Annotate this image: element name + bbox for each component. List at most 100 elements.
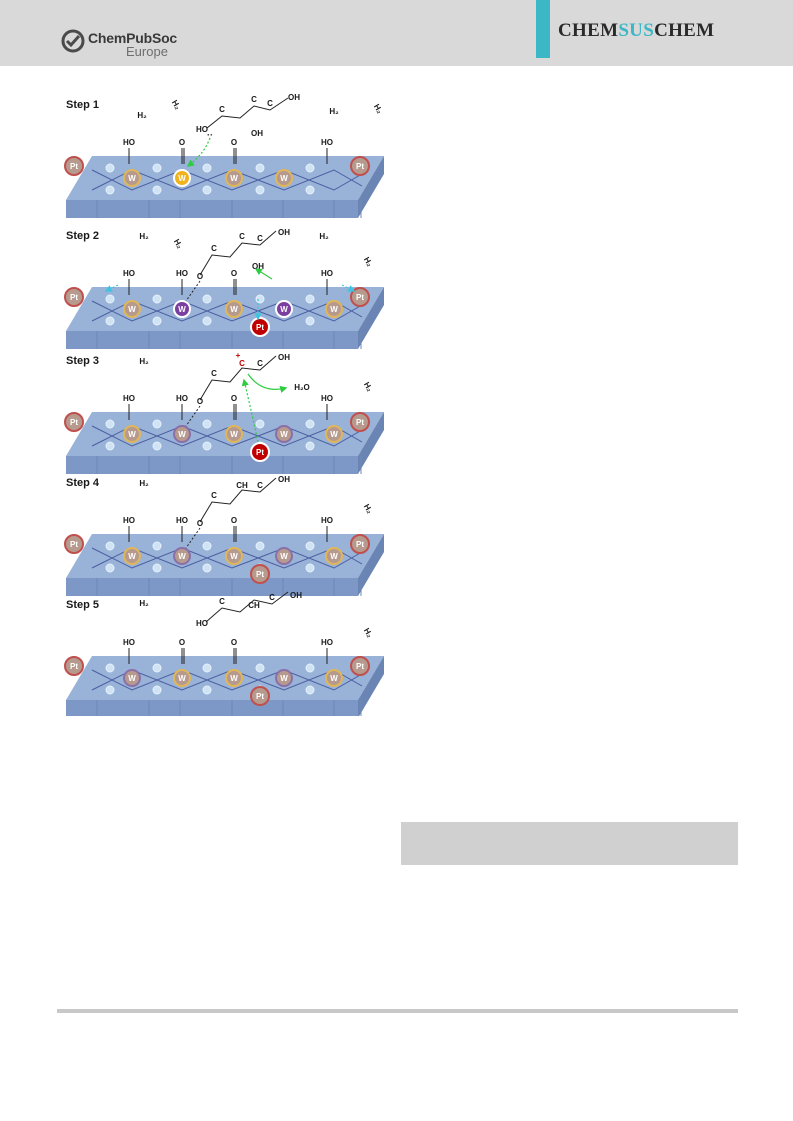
publisher-subtitle: Europe (126, 44, 168, 59)
h2-label: H₂ (172, 237, 185, 250)
glycerol-carbon: C (251, 95, 257, 104)
w-atom-label: W (178, 305, 186, 314)
lattice-oxygen-dot (105, 563, 115, 573)
pt-atom (250, 564, 270, 584)
w-atom-label: W (280, 430, 288, 439)
w-atom-label: W (280, 305, 288, 314)
glycerol-chain (199, 355, 277, 401)
lattice-oxygen-dot (305, 441, 315, 451)
surface-group-label: HO (123, 638, 135, 647)
w-atom (173, 169, 191, 187)
w-atom (275, 169, 293, 187)
electron-arrow (186, 137, 211, 167)
lattice-oxygen-dot (105, 663, 115, 673)
product-chain (205, 591, 289, 623)
pt-atom-label: Pt (356, 162, 364, 171)
glycerol-hydroxyl: OH (278, 353, 290, 362)
w-atom-label: W (330, 305, 338, 314)
surface-group-label: HO (176, 394, 188, 403)
adsorption-bond (185, 527, 201, 549)
slab-side (358, 656, 384, 716)
step-2-label: Step 2 (66, 230, 99, 242)
journal-title: CHEMSUSCHEM (558, 20, 714, 42)
glycerol-hydroxyl: OH (278, 228, 290, 237)
glycerol-carbon: C (257, 359, 263, 368)
slab-side (358, 156, 384, 218)
w-atom-label: W (128, 305, 136, 314)
surface-group-label: HO (321, 138, 333, 147)
journal-title-part3: CHEM (654, 20, 715, 41)
surface-group-label: O (231, 394, 237, 403)
lattice-line (91, 547, 363, 569)
glycerol-carbon: C (239, 232, 245, 241)
w-atom (225, 669, 243, 687)
chempubsoc-logo-icon (61, 29, 85, 53)
h2-label: H₂ (362, 255, 375, 268)
h2-label: H₂ (362, 380, 375, 393)
slab-front (66, 578, 358, 596)
lattice-oxygen-dot (105, 294, 115, 304)
w-atom-label: W (330, 430, 338, 439)
lattice-oxygen-dot (202, 185, 212, 195)
h2-label: H₂ (362, 626, 375, 639)
h2-label: H₂ (139, 357, 149, 366)
w-atom-label: W (230, 430, 238, 439)
pt-atom-label: Pt (70, 662, 78, 671)
glycerol-chain (199, 230, 277, 276)
journal-title-part2: SUS (618, 20, 655, 41)
pt-atom (350, 656, 370, 676)
glycerol-chain (206, 97, 289, 129)
pt-atom (350, 534, 370, 554)
step-4-label: Step 4 (66, 477, 100, 489)
w-atom (123, 669, 141, 687)
w-atom-label: W (280, 552, 288, 561)
pt-atom-label: Pt (356, 662, 364, 671)
w-atom-label: W (178, 552, 186, 561)
lattice-oxygen-dot (305, 663, 315, 673)
w-atom-label: W (230, 305, 238, 314)
surface-group-label: HO (321, 516, 333, 525)
lattice-oxygen-dot (255, 163, 265, 173)
w-atom (325, 300, 343, 318)
surface-group-label: HO (176, 516, 188, 525)
lattice-oxygen-dot (255, 663, 265, 673)
slab-side (358, 412, 384, 474)
surface-group-label: HO (123, 138, 135, 147)
w-atom (275, 300, 293, 318)
product-ch: CH (248, 601, 260, 610)
adsorption-bond (185, 280, 201, 302)
surface-group-label: O (231, 516, 237, 525)
w-atom (123, 300, 141, 318)
surface-group-label: HO (123, 516, 135, 525)
h2-label: H₂ (139, 599, 149, 608)
lattice-oxygen-dot (152, 441, 162, 451)
pt-atom-label: Pt (256, 448, 264, 457)
slab-front (66, 456, 358, 474)
h2-label: H₂ (319, 232, 329, 241)
lattice-oxygen-dot (152, 419, 162, 429)
w-atom-label: W (128, 174, 136, 183)
w-atom-label: W (178, 430, 186, 439)
lattice-oxygen-dot (255, 419, 265, 429)
w-atom (225, 300, 243, 318)
lattice-oxygen-dot (152, 316, 162, 326)
lattice-line (91, 425, 363, 447)
w-atom (275, 425, 293, 443)
slab-front (66, 200, 358, 218)
glycerol-ch: CH (236, 481, 248, 490)
lattice-oxygen-dot (152, 294, 162, 304)
lattice-oxygen-dot (305, 419, 315, 429)
glycerol-carbon: C (257, 481, 263, 490)
pt-atom (64, 534, 84, 554)
lattice-oxygen-dot (202, 563, 212, 573)
w-atom-label: W (230, 552, 238, 561)
pt-atom (350, 156, 370, 176)
glycerol-oxygen: O (197, 272, 203, 281)
pt-atom-label: Pt (356, 540, 364, 549)
lattice-oxygen-dot (105, 163, 115, 173)
lattice-oxygen-dot (305, 541, 315, 551)
glycerol-oxygen: O (197, 397, 203, 406)
lattice-oxygen-dot (202, 663, 212, 673)
